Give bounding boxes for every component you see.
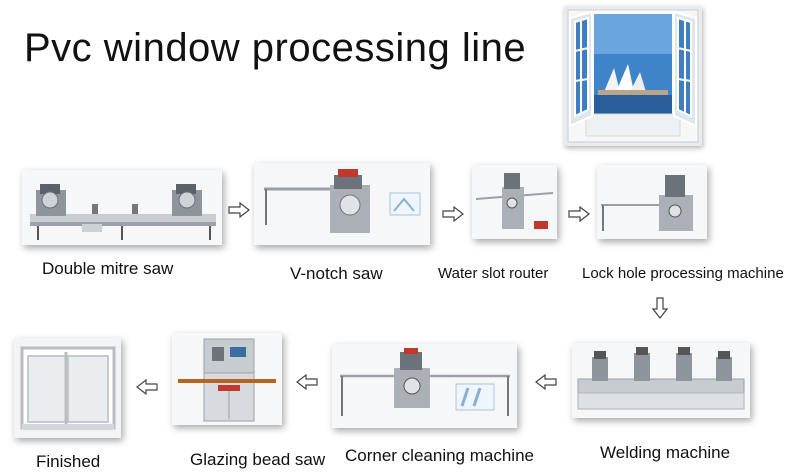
water-slot-router-image xyxy=(472,165,557,239)
step-label-finished: Finished xyxy=(36,452,101,471)
step-label-lock-hole-processing-machine: Lock hole processing machine xyxy=(582,265,784,282)
step-label-water-slot-router: Water slot router xyxy=(438,265,549,282)
finished-window-image xyxy=(14,338,121,438)
lock-hole-machine-image xyxy=(597,165,707,239)
step-label-v-notch-saw: V-notch saw xyxy=(290,264,383,283)
step-label-welding-machine: Welding machine xyxy=(600,443,731,462)
hollow-arrow-left-icon xyxy=(535,374,557,390)
step-label-corner-cleaning-machine: Corner cleaning machine xyxy=(345,446,534,465)
v-notch-saw-image xyxy=(254,163,430,245)
hollow-arrow-down-icon xyxy=(652,297,668,319)
open-window-image xyxy=(564,6,702,146)
page-title: Pvc window processing line xyxy=(24,26,527,70)
hollow-arrow-icon xyxy=(228,202,250,218)
hollow-arrow-left-icon xyxy=(296,374,318,390)
hollow-arrow-icon xyxy=(568,206,590,222)
hollow-arrow-left-icon xyxy=(136,379,158,395)
double-mitre-saw-image xyxy=(22,170,222,245)
welding-machine-image xyxy=(572,343,750,418)
glazing-bead-saw-image xyxy=(172,333,282,425)
corner-cleaning-machine-image xyxy=(332,344,517,428)
step-label-glazing-bead-saw: Glazing bead saw xyxy=(190,450,326,469)
hollow-arrow-icon xyxy=(442,206,464,222)
step-label-double-mitre-saw: Double mitre saw xyxy=(42,259,174,278)
